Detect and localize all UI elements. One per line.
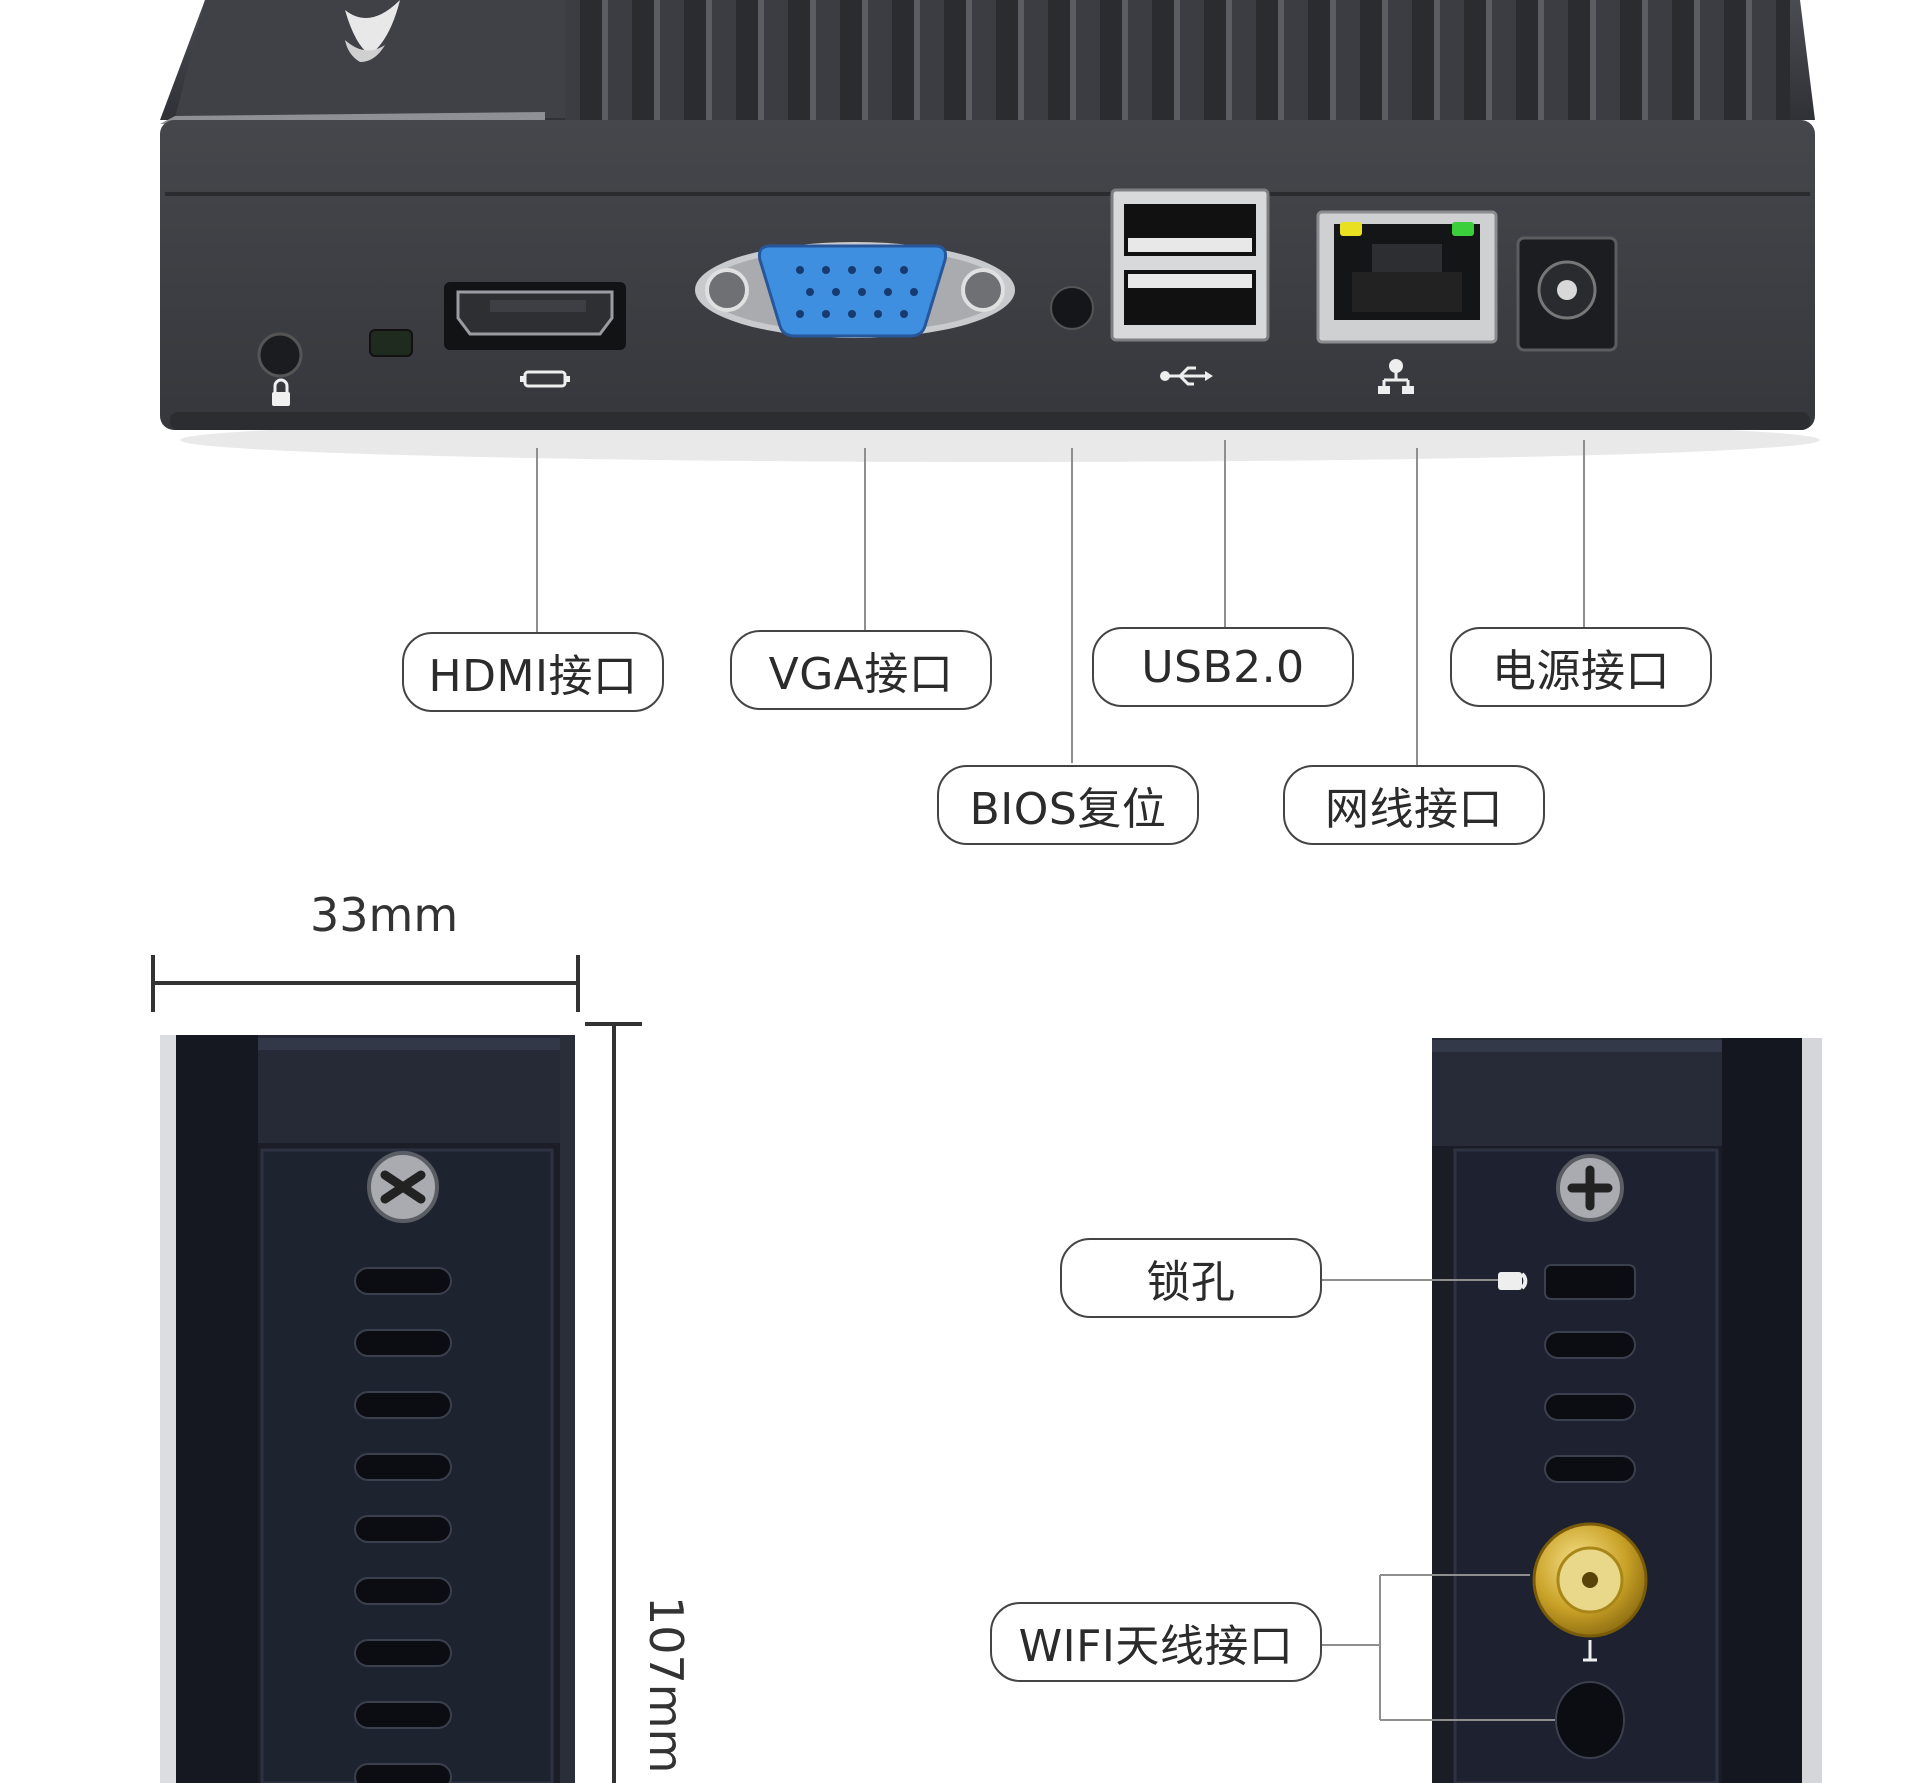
width-dimension-line xyxy=(151,955,580,1012)
callout-leader-lines-side xyxy=(1318,1279,1555,1721)
vga-callout: VGA接口 xyxy=(730,630,992,710)
wifi-antenna-connector xyxy=(1532,1522,1648,1638)
screw-icon xyxy=(1556,1154,1624,1222)
bios-reset-button-photo xyxy=(1050,286,1094,330)
lan-callout: 网线接口 xyxy=(1283,765,1545,845)
usb-icon xyxy=(1160,366,1213,386)
screw-icon xyxy=(367,1151,439,1223)
power-callout: 电源接口 xyxy=(1450,627,1712,707)
hdmi-callout: HDMI接口 xyxy=(402,632,664,712)
network-icon xyxy=(1378,359,1414,394)
brand-logo-icon xyxy=(345,0,400,62)
height-dimension-line xyxy=(585,1022,642,1783)
callout-leader-lines xyxy=(536,440,1585,765)
lock-callout: 锁孔 xyxy=(1060,1238,1322,1318)
power-jack xyxy=(1516,236,1618,352)
lock-icon xyxy=(1498,1272,1528,1290)
usb-ports xyxy=(1110,188,1270,342)
antenna-icon xyxy=(1583,1640,1597,1662)
hdmi-port xyxy=(444,282,626,350)
height-dimension-label: 107mm xyxy=(639,1596,693,1774)
hdmi-icon xyxy=(520,370,570,388)
lock-icon xyxy=(272,378,290,406)
usb-callout: USB2.0 xyxy=(1092,627,1354,707)
side-view-left xyxy=(151,955,642,1783)
bios-callout: BIOS复位 xyxy=(937,765,1199,845)
vga-port xyxy=(695,242,1015,338)
width-dimension-label: 33mm xyxy=(310,888,459,942)
rear-panel-photo xyxy=(160,0,1820,462)
side-view-right xyxy=(1432,1038,1822,1783)
wifi-callout: WIFI天线接口 xyxy=(990,1602,1322,1682)
lan-port xyxy=(1316,210,1498,344)
